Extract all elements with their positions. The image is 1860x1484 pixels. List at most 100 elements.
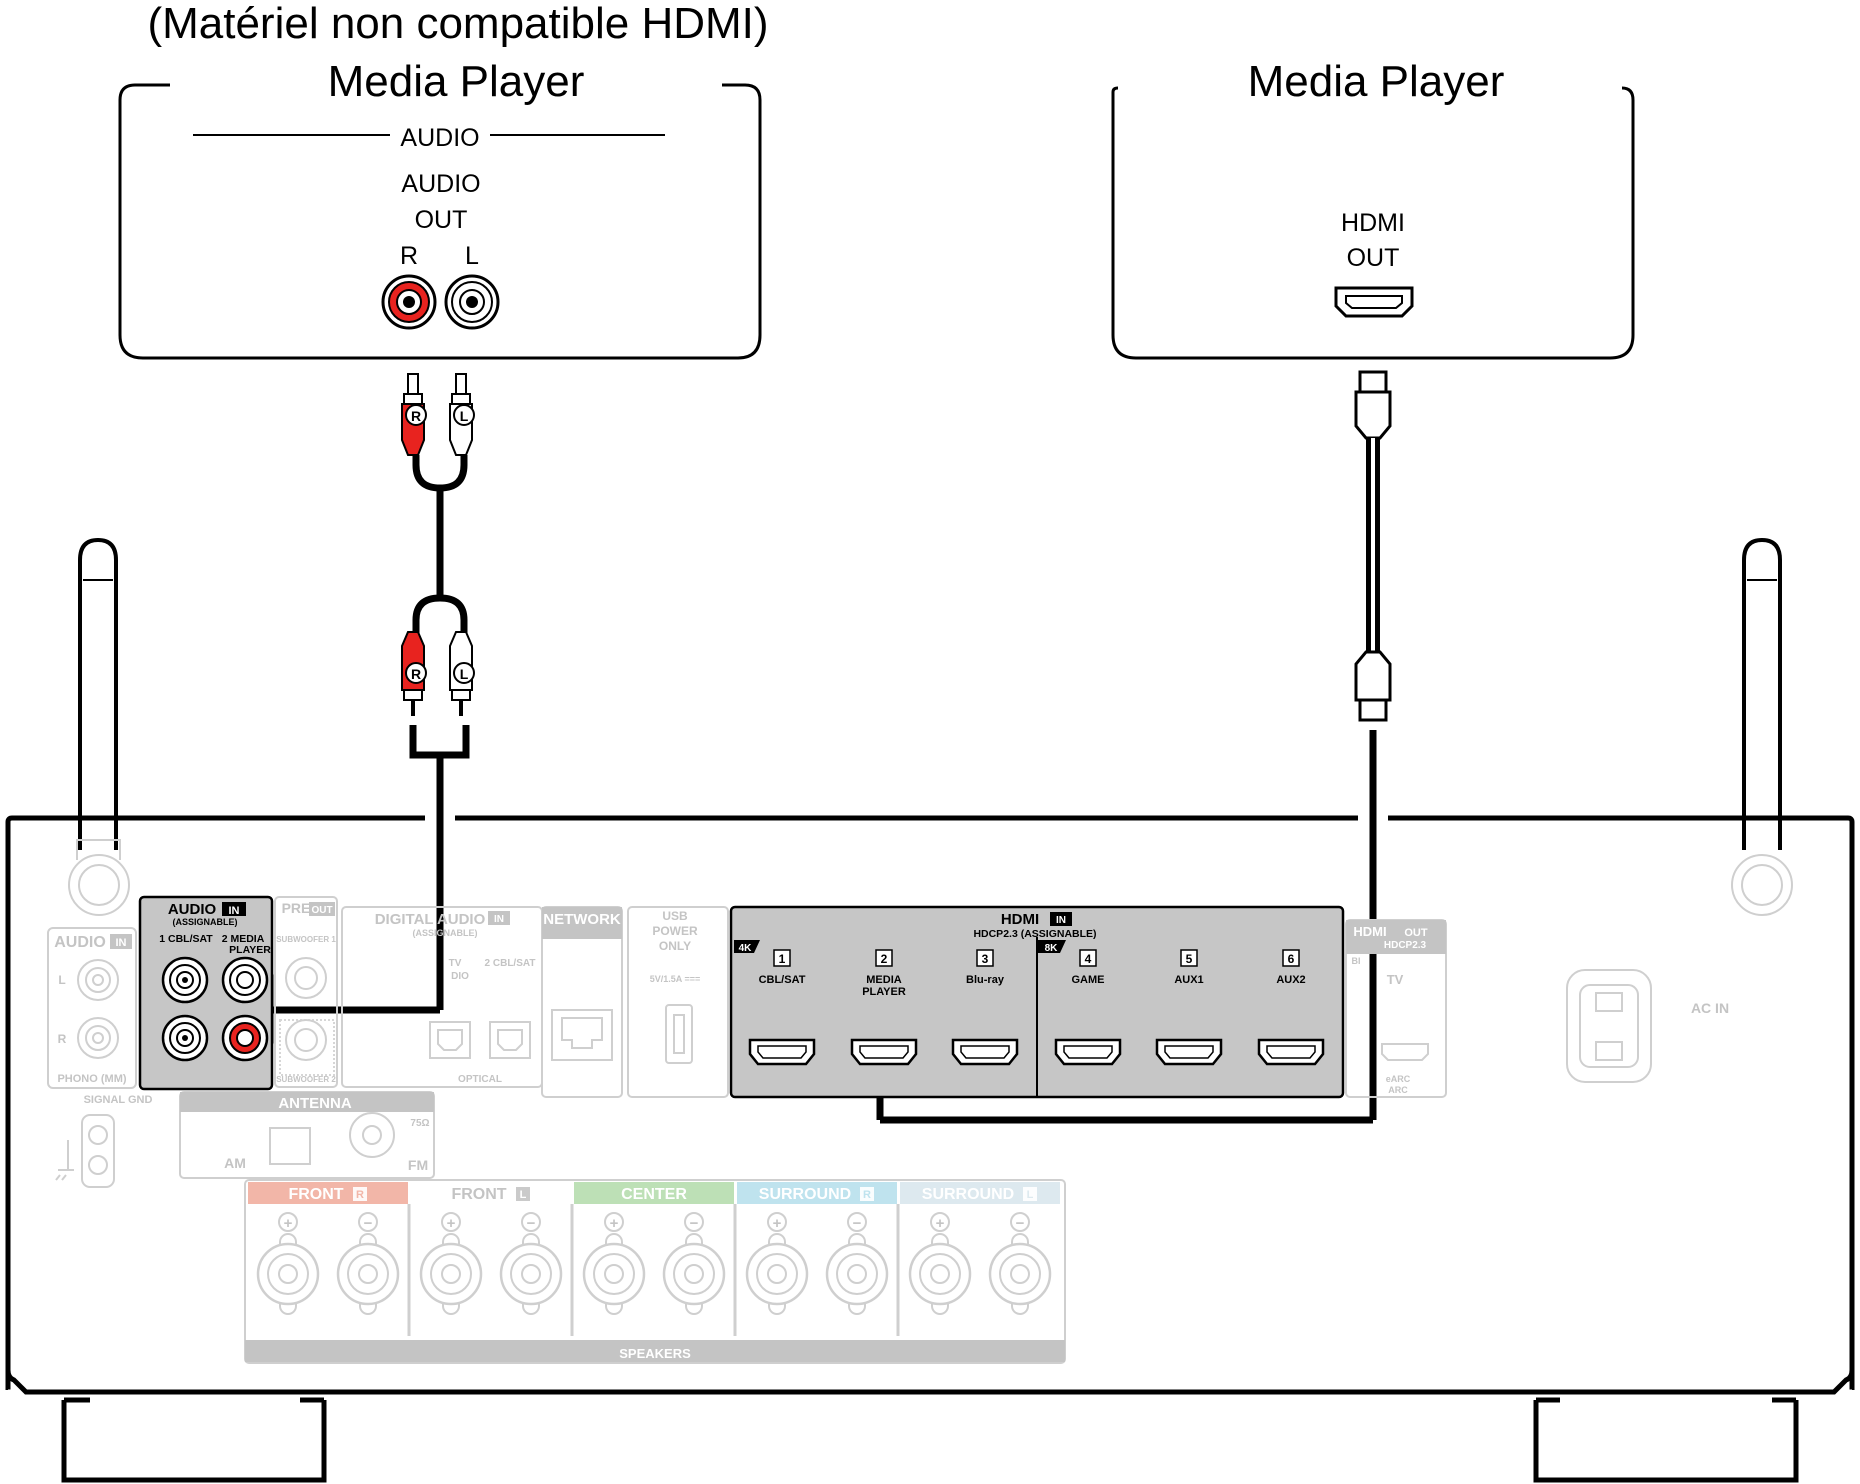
audio-in-label-1: 1 CBL/SAT — [159, 933, 213, 945]
digital-badge: IN — [494, 914, 504, 925]
left-device-box — [118, 83, 762, 360]
terminal-sign: + — [773, 1215, 782, 1232]
terminal-sign: + — [610, 1215, 619, 1232]
rca-cable: R L R L — [248, 373, 475, 1044]
hdmi-in-badge: IN — [1056, 915, 1066, 926]
right-device: Media Player HDMI OUT — [1111, 57, 1635, 360]
hdmi-port-number: 5 — [1186, 952, 1193, 966]
digital-sub: (ASSIGNABLE) — [413, 928, 478, 938]
foot-left — [61, 1400, 327, 1483]
audio-in-assignable: (ASSIGNABLE) — [173, 917, 238, 927]
digital-cbl: 2 CBL/SAT — [485, 958, 536, 969]
antenna-panel: ANTENNA AM FM 75Ω — [179, 1091, 435, 1179]
hdmi-port-label: MEDIA — [866, 974, 902, 986]
audio-in-2-r-jack — [221, 1014, 269, 1062]
digital-tv: TV — [449, 958, 462, 969]
hdmi-out-port — [1334, 286, 1414, 318]
hdmi-out-label-1: HDMI — [1341, 209, 1405, 237]
plug-l-top-label: L — [460, 408, 469, 424]
audio-in-label-2b: PLAYER — [229, 944, 271, 956]
antenna-fm: FM — [408, 1157, 428, 1173]
audio-in-panel: AUDIO IN (ASSIGNABLE) 1 CBL/SAT 2 MEDIA … — [138, 895, 274, 1091]
terminal-sign: + — [284, 1215, 293, 1232]
hdmi-plug-top — [1354, 390, 1392, 440]
terminal-sign: + — [936, 1215, 945, 1232]
right-device-title: Media Player — [1248, 57, 1505, 106]
speaker-terminal-plus: + — [908, 1212, 972, 1315]
digital-audio: DIO — [451, 971, 469, 982]
jack-r-label: R — [400, 242, 418, 270]
hdmi-in-ports: 1CBL/SAT2MEDIAPLAYER3Blu-ray4GAME5AUX16A… — [748, 949, 1325, 1066]
audio-in-1-r-jack — [161, 1014, 209, 1062]
hdmi-port-label: CBL/SAT — [759, 974, 806, 986]
left-device-note: (Matériel non compatible HDMI) — [147, 0, 768, 48]
hdmi-out-sub: HDCP2.3 — [1384, 940, 1427, 951]
hdmi-port-number: 6 — [1288, 952, 1295, 966]
hdmi-out-earc: eARC — [1386, 1074, 1411, 1084]
network-panel: NETWORK — [541, 906, 623, 1098]
phono-input-panel: AUDIO IN L R PHONO (MM) SIGNAL GND — [47, 927, 153, 1188]
hdmi-port-number: 4 — [1085, 952, 1092, 966]
audio-out-label-1: AUDIO — [401, 170, 480, 198]
speaker-terminal-minus: − — [825, 1212, 889, 1315]
jack-l-label: L — [465, 242, 479, 270]
left-device: (Matériel non compatible HDMI) Media Pla… — [118, 0, 769, 360]
speaker-terminal-plus: + — [419, 1212, 483, 1315]
ac-in-label: AC IN — [1691, 1000, 1729, 1016]
ac-in-panel: AC IN — [1566, 969, 1729, 1083]
rca-plug-top-r: R — [401, 373, 427, 456]
speaker-group-badge: L — [520, 1189, 527, 1201]
tag-8k: 8K — [1045, 943, 1059, 954]
hdmi-port-connector — [1155, 1038, 1223, 1066]
hdmi-port-number: 1 — [779, 952, 786, 966]
terminal-sign: − — [690, 1215, 699, 1232]
audio-in-title: AUDIO — [168, 901, 217, 918]
antenna-title: ANTENNA — [278, 1095, 351, 1112]
rca-jack-white — [444, 274, 500, 330]
terminal-sign: − — [853, 1215, 862, 1232]
preout-badge: OUT — [311, 905, 332, 916]
speaker-group-3: CENTER+− — [570, 1182, 734, 1336]
speaker-terminal-minus: − — [499, 1212, 563, 1315]
hdmi-port-label-2: PLAYER — [862, 986, 906, 998]
phono-caption: PHONO (MM) — [57, 1073, 126, 1085]
speaker-terminal-minus: − — [988, 1212, 1052, 1315]
speakers-caption: SPEAKERS — [619, 1346, 691, 1361]
hdmi-in-panel: HDMI IN HDCP2.3 (ASSIGNABLE) 4K 8K 1CBL/… — [729, 905, 1345, 1099]
wifi-antenna-right — [1731, 537, 1793, 916]
av-receiver: AUDIO IN L R PHONO (MM) SIGNAL GND AUDIO… — [5, 537, 1855, 1483]
audio-in-label-2a: 2 MEDIA — [222, 933, 265, 945]
plug-r-bottom-label: R — [411, 666, 421, 682]
hdmi-out-title: HDMI — [1353, 924, 1386, 939]
speaker-group-label: FRONT — [451, 1186, 506, 1203]
hdmi-port-number: 2 — [881, 952, 888, 966]
speaker-group-label: SURROUND — [922, 1186, 1014, 1203]
phono-title: AUDIO — [54, 934, 106, 951]
speaker-group-2: FRONT L +− — [407, 1182, 571, 1336]
signal-gnd-label: SIGNAL GND — [84, 1094, 153, 1106]
preout-panel: PRE OUT SUBWOOFER 1 SUBWOOFER 2 — [274, 896, 338, 1088]
speaker-group-label: FRONT — [288, 1186, 343, 1203]
optical-label: OPTICAL — [458, 1074, 502, 1085]
hdmi-port-connector — [1257, 1038, 1325, 1066]
hdmi-port-label: AUX2 — [1276, 974, 1305, 986]
speaker-terminal-plus: + — [745, 1212, 809, 1315]
hdmi-out-tv: TV — [1387, 972, 1404, 987]
hdmi-out-edge: BI — [1352, 956, 1361, 966]
phono-badge: IN — [116, 937, 127, 949]
hdmi-in-sub: HDCP2.3 (ASSIGNABLE) — [973, 928, 1096, 940]
hdmi-port-label: Blu-ray — [966, 974, 1005, 986]
chassis-outline-left — [5, 815, 425, 1390]
wifi-antenna-left — [68, 537, 130, 916]
hdmi-port-number: 3 — [982, 952, 989, 966]
antenna-am: AM — [224, 1155, 246, 1171]
audio-section-label: AUDIO — [400, 124, 479, 152]
rca-plug-top-l: L — [449, 373, 475, 456]
antenna-ohm: 75Ω — [410, 1118, 429, 1129]
